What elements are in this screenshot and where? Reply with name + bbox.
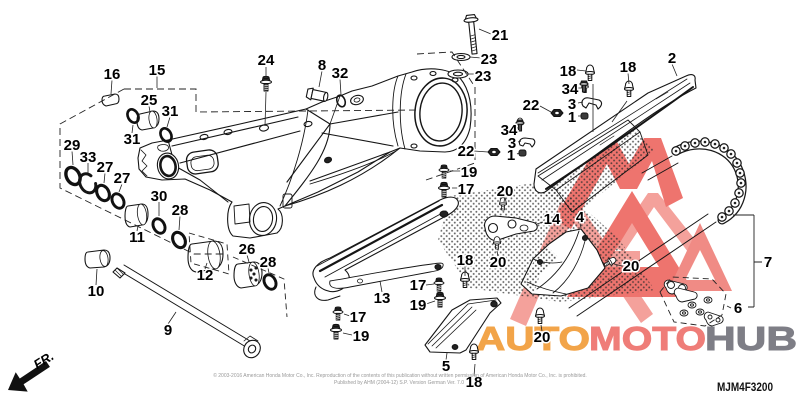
svg-text:19: 19 — [353, 328, 370, 345]
svg-text:33: 33 — [80, 149, 97, 166]
svg-text:14: 14 — [544, 211, 561, 228]
svg-text:20: 20 — [497, 183, 514, 200]
svg-text:13: 13 — [374, 290, 391, 307]
svg-text:4: 4 — [576, 209, 585, 226]
svg-text:8: 8 — [318, 57, 326, 74]
svg-text:20: 20 — [534, 329, 551, 346]
svg-text:24: 24 — [258, 52, 275, 69]
svg-text:17: 17 — [410, 277, 427, 294]
svg-text:30: 30 — [151, 188, 168, 205]
svg-text:6: 6 — [734, 300, 742, 317]
svg-text:MJM4F3200: MJM4F3200 — [717, 380, 773, 394]
svg-text:23: 23 — [475, 68, 492, 85]
svg-text:28: 28 — [260, 254, 277, 271]
svg-text:18: 18 — [560, 63, 577, 80]
svg-text:17: 17 — [458, 181, 475, 198]
svg-text:19: 19 — [461, 164, 478, 181]
svg-text:3: 3 — [508, 135, 516, 152]
svg-text:19: 19 — [410, 297, 427, 314]
svg-text:2: 2 — [668, 50, 676, 67]
svg-text:27: 27 — [97, 159, 114, 176]
svg-text:HUB: HUB — [705, 320, 797, 357]
svg-text:12: 12 — [197, 267, 214, 284]
svg-text:27: 27 — [114, 170, 131, 187]
svg-text:© 2003-2016 American Honda Mot: © 2003-2016 American Honda Motor Co., In… — [213, 372, 587, 379]
svg-text:34: 34 — [501, 122, 518, 139]
svg-text:31: 31 — [162, 103, 179, 120]
svg-text:20: 20 — [490, 254, 507, 271]
svg-text:25: 25 — [141, 92, 158, 109]
svg-text:Published by AHM (2004-12) S.P: Published by AHM (2004-12) S.P. Version … — [334, 380, 464, 386]
svg-text:3: 3 — [568, 96, 576, 113]
svg-text:34: 34 — [562, 81, 579, 98]
svg-text:18: 18 — [620, 59, 637, 76]
svg-text:31: 31 — [124, 131, 141, 148]
svg-text:29: 29 — [64, 137, 81, 154]
svg-text:9: 9 — [164, 322, 172, 339]
svg-text:1: 1 — [568, 109, 576, 126]
svg-text:18: 18 — [466, 374, 483, 391]
svg-text:18: 18 — [457, 252, 474, 269]
svg-text:15: 15 — [149, 62, 166, 79]
svg-text:21: 21 — [492, 27, 509, 44]
svg-text:32: 32 — [332, 65, 349, 82]
svg-text:5: 5 — [442, 358, 450, 375]
svg-text:11: 11 — [129, 229, 145, 246]
svg-text:16: 16 — [104, 66, 121, 83]
svg-text:17: 17 — [350, 309, 367, 326]
svg-text:20: 20 — [623, 258, 640, 275]
svg-text:22: 22 — [458, 143, 475, 160]
svg-text:23: 23 — [481, 51, 498, 68]
svg-text:MOTO: MOTO — [589, 320, 706, 357]
svg-text:AUTO: AUTO — [476, 320, 590, 357]
svg-text:7: 7 — [764, 254, 772, 271]
svg-text:22: 22 — [523, 97, 540, 114]
svg-text:10: 10 — [88, 283, 105, 300]
svg-text:26: 26 — [239, 241, 256, 258]
svg-text:28: 28 — [172, 202, 189, 219]
svg-text:1: 1 — [507, 147, 515, 164]
